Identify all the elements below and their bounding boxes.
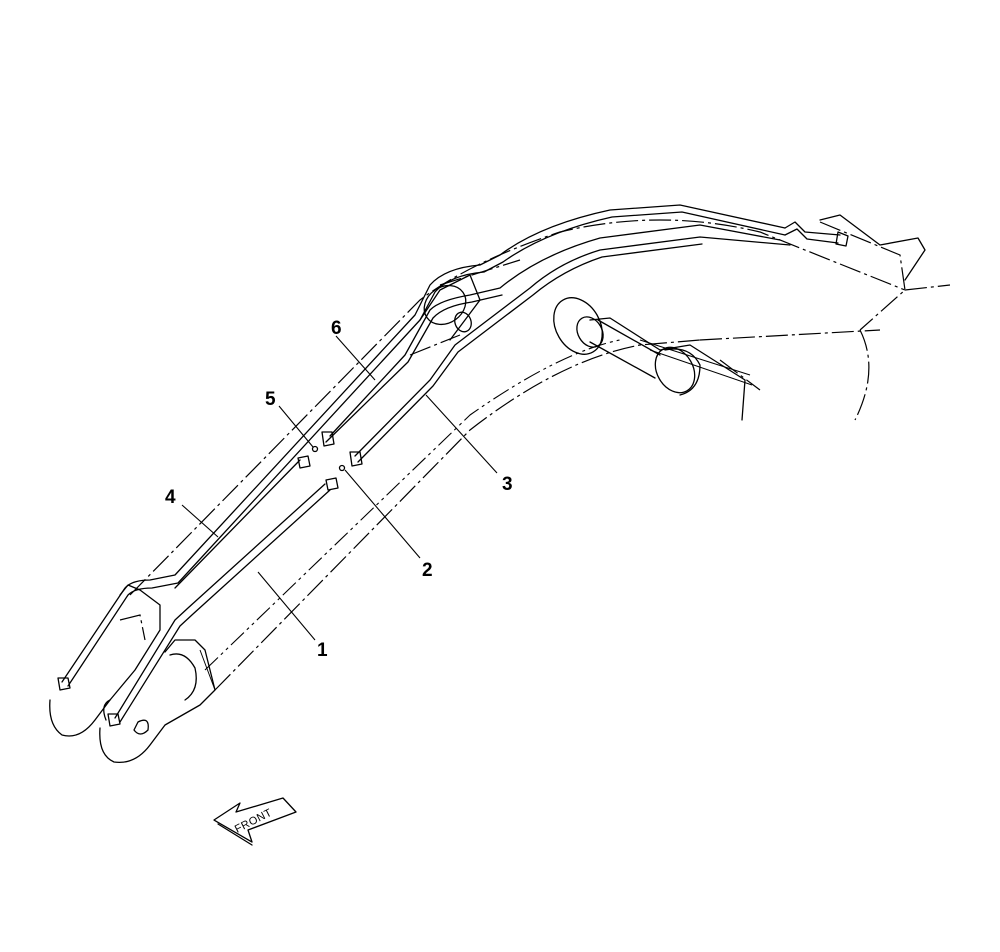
pipe-3[interactable] bbox=[349, 236, 791, 467]
boom-cylinder bbox=[553, 297, 701, 396]
callout-6: 6 bbox=[331, 318, 342, 339]
boom-foot bbox=[589, 214, 926, 421]
boom-outline bbox=[129, 219, 951, 691]
boom-bosses bbox=[419, 274, 481, 341]
boom-nose-right bbox=[99, 639, 216, 764]
boom-nose-left bbox=[49, 584, 161, 737]
callout-1: 1 bbox=[317, 640, 328, 661]
pipe-5-joint[interactable] bbox=[297, 445, 319, 469]
front-arrow: FRONT bbox=[213, 797, 297, 846]
pipe-4[interactable] bbox=[57, 204, 849, 691]
callout-leaders bbox=[181, 335, 498, 641]
pipe-1[interactable] bbox=[107, 459, 331, 727]
pipe-6[interactable] bbox=[321, 224, 781, 447]
callout-3: 3 bbox=[502, 474, 513, 495]
callout-2: 2 bbox=[422, 560, 433, 581]
callout-4: 4 bbox=[165, 487, 176, 508]
callout-5: 5 bbox=[265, 389, 276, 410]
pipe-2-joint[interactable] bbox=[325, 464, 346, 491]
